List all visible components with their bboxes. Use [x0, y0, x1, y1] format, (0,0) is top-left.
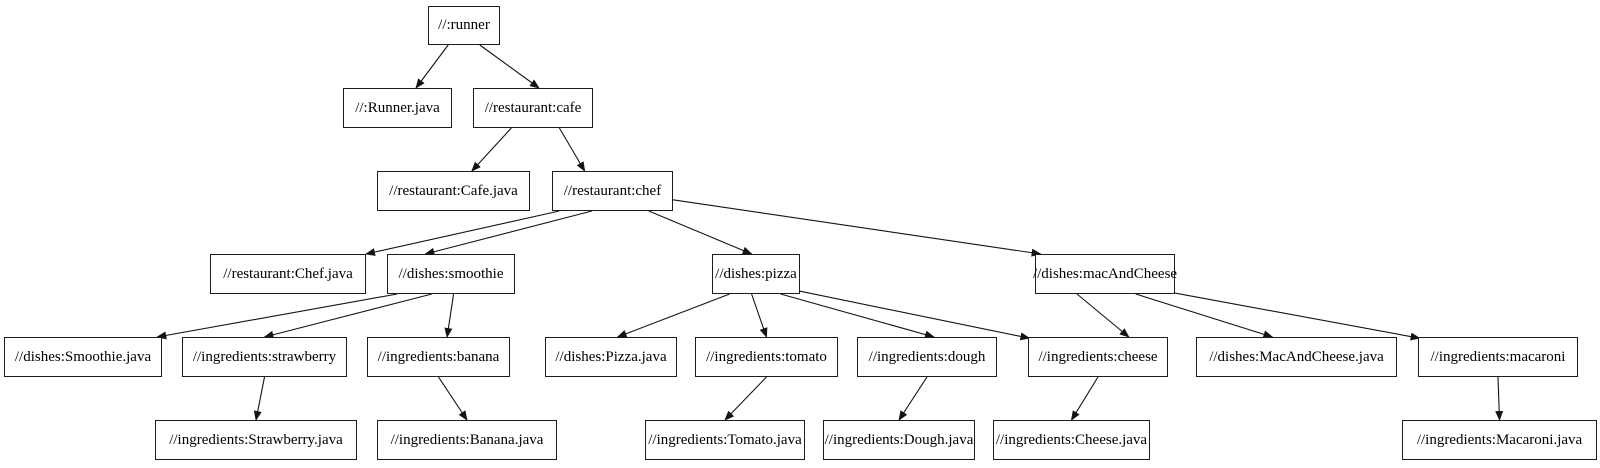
node-cafe: //restaurant:cafe: [473, 88, 593, 128]
node-pizza_java: //dishes:Pizza.java: [545, 337, 677, 377]
edge-smoothie-to-banana: [444, 293, 455, 338]
edge-chef-to-chef_java: [365, 210, 560, 256]
edge-macaroni-to-macaroni_java: [1495, 376, 1504, 421]
edge-runner-to-cafe: [479, 44, 540, 89]
edge-macandcheese-to-macaroni: [1173, 292, 1421, 341]
edge-chef-to-macandcheese: [672, 199, 1042, 257]
node-smoothie_java: //dishes:Smoothie.java: [4, 337, 162, 377]
node-macaroni_java: //ingredients:Macaroni.java: [1402, 420, 1597, 460]
edge-smoothie-to-smoothie_java: [156, 293, 398, 340]
node-pizza: //dishes:pizza: [712, 254, 800, 294]
edge-macandcheese-to-macandcheese_java: [1135, 293, 1274, 339]
node-runner_java: //:Runner.java: [343, 88, 452, 128]
node-dough: //ingredients:dough: [857, 337, 997, 377]
edge-pizza-to-cheese: [799, 290, 1031, 341]
edge-smoothie-to-strawberry: [263, 293, 432, 339]
edge-pizza-to-pizza_java: [616, 293, 730, 338]
node-dough_java: //ingredients:Dough.java: [823, 420, 975, 460]
node-chef_java: //restaurant:Chef.java: [210, 254, 366, 294]
edge-cafe-to-chef: [558, 127, 586, 172]
node-chef: //restaurant:chef: [552, 171, 673, 211]
edge-dough-to-dough_java: [898, 376, 928, 421]
node-tomato_java: //ingredients:Tomato.java: [645, 420, 805, 460]
edge-cheese-to-cheese_java: [1070, 376, 1099, 421]
node-macandcheese: //dishes:macAndCheese: [1033, 254, 1177, 294]
node-smoothie: //dishes:smoothie: [387, 254, 515, 294]
node-banana_java: //ingredients:Banana.java: [377, 420, 557, 460]
edge-strawberry-to-strawberry_java: [253, 376, 266, 421]
node-cafe_java: //restaurant:Cafe.java: [377, 171, 530, 211]
node-banana: //ingredients:banana: [367, 337, 510, 377]
edge-banana-to-banana_java: [438, 376, 468, 421]
node-cheese_java: //ingredients:Cheese.java: [993, 420, 1150, 460]
edge-chef-to-smoothie: [424, 210, 593, 256]
edge-pizza-to-dough: [780, 293, 935, 339]
edge-cafe-to-cafe_java: [471, 127, 512, 172]
edge-pizza-to-tomato: [751, 293, 768, 338]
node-macandcheese_java: //dishes:MacAndCheese.java: [1196, 337, 1397, 377]
edge-tomato-to-tomato_java: [724, 376, 767, 421]
node-strawberry: //ingredients:strawberry: [182, 337, 347, 377]
node-tomato: //ingredients:tomato: [695, 337, 838, 377]
node-runner: //:runner: [428, 6, 500, 45]
edge-macandcheese-to-cheese: [1076, 293, 1130, 338]
node-strawberry_java: //ingredients:Strawberry.java: [155, 420, 357, 460]
node-cheese: //ingredients:cheese: [1028, 337, 1168, 377]
edge-chef-to-pizza: [648, 210, 753, 255]
edge-runner-to-runner_java: [415, 44, 449, 89]
node-macaroni: //ingredients:macaroni: [1418, 337, 1578, 377]
